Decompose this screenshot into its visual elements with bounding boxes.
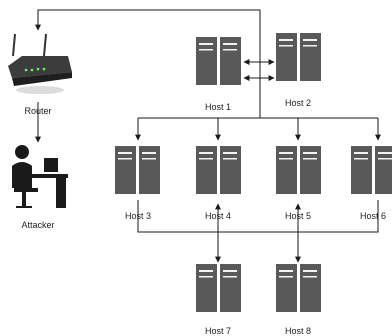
host8-label: Host 8	[285, 326, 311, 336]
edge-lower-bus	[137, 200, 379, 233]
host6-label: Host 6	[360, 211, 386, 221]
server-icon	[196, 146, 241, 194]
server-icon	[276, 264, 321, 312]
server-icon	[196, 264, 241, 312]
router-label: Router	[24, 106, 51, 116]
server-icon	[115, 146, 160, 194]
router-node: Router	[8, 33, 72, 116]
host4-node: Host 4	[196, 146, 241, 221]
host5-node: Host 5	[276, 146, 321, 221]
host5-label: Host 5	[285, 211, 311, 221]
router-icon	[8, 33, 72, 94]
edges	[35, 9, 381, 263]
host6-node: Host 6	[351, 146, 392, 221]
attacker-label: Attacker	[21, 220, 54, 230]
server-icon	[351, 146, 392, 194]
host2-node: Host 2	[276, 33, 321, 108]
host7-label: Host 7	[205, 326, 231, 336]
server-icon	[276, 33, 321, 81]
host7-node: Host 7	[196, 264, 241, 336]
host1-node: Host 1	[196, 37, 241, 112]
host3-node: Host 3	[115, 146, 160, 221]
attacker-node: Attacker	[12, 145, 68, 230]
edge-router-host1	[35, 9, 261, 100]
server-icon	[196, 37, 241, 85]
host8-node: Host 8	[276, 264, 321, 336]
attacker-icon	[12, 145, 68, 208]
host4-label: Host 4	[205, 211, 231, 221]
host3-label: Host 3	[125, 211, 151, 221]
host1-label: Host 1	[205, 102, 231, 112]
server-icon	[276, 146, 321, 194]
host2-label: Host 2	[285, 98, 311, 108]
